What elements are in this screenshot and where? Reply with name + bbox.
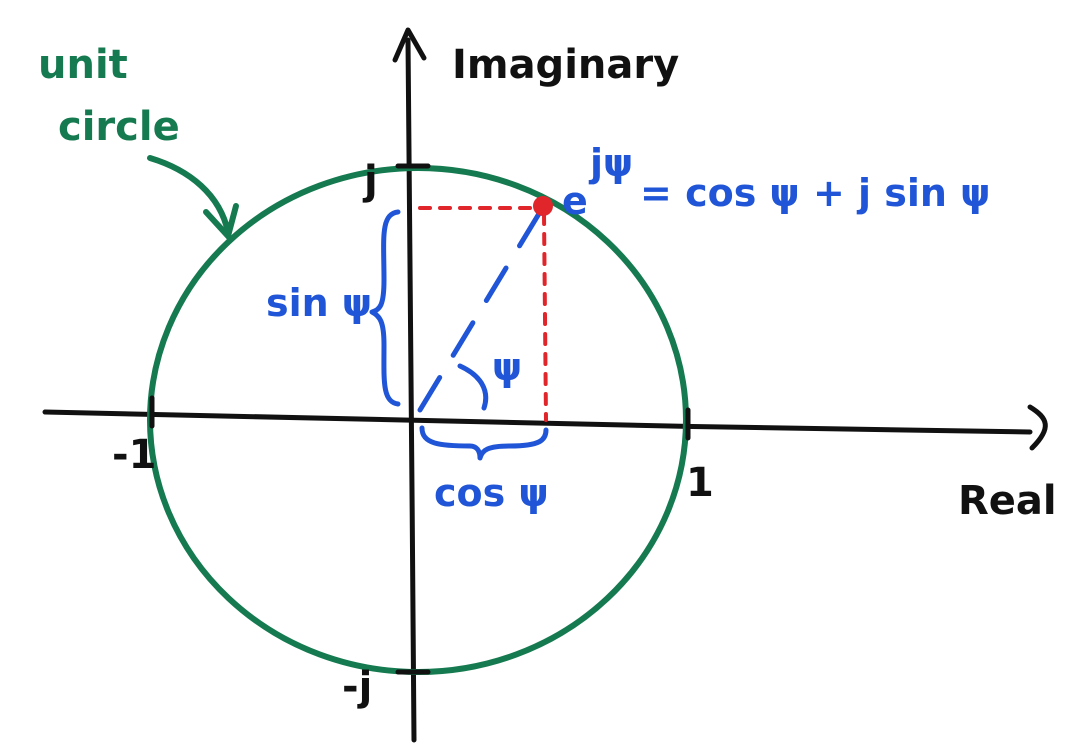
unit-circle-label-line2: circle <box>58 104 180 150</box>
angle-arc <box>457 363 489 411</box>
angle-label: ψ <box>492 345 522 389</box>
unit-circle-label-line1: unit <box>38 42 128 88</box>
euler-exponent: jψ <box>588 141 633 185</box>
tick-label-neg-one: -1 <box>112 432 156 478</box>
real-axis-label: Real <box>958 478 1057 524</box>
imaginary-axis-line <box>405 37 417 743</box>
radius-line <box>417 209 543 413</box>
tick-label-neg-j: -j <box>342 664 372 710</box>
real-axis-arrowhead <box>1027 404 1048 451</box>
tick-label-one: 1 <box>686 460 714 506</box>
cos-label: cos ψ <box>434 471 549 515</box>
euler-base: e <box>562 179 588 223</box>
unit-circle-pointer-arrowhead <box>203 203 239 243</box>
imaginary-axis-label: Imaginary <box>452 42 679 88</box>
imaginary-axis-arrowhead <box>392 27 427 63</box>
projection-to-real <box>542 212 548 422</box>
sin-brace <box>369 209 401 407</box>
real-axis-line <box>42 409 1033 435</box>
sin-label: sin ψ <box>266 281 372 325</box>
unit-circle-pointer-arrow <box>147 155 231 235</box>
tick-label-j: j <box>362 158 378 204</box>
point-on-circle <box>533 196 553 216</box>
cos-brace <box>419 425 549 461</box>
euler-rhs: = cos ψ + j sin ψ <box>640 171 990 215</box>
